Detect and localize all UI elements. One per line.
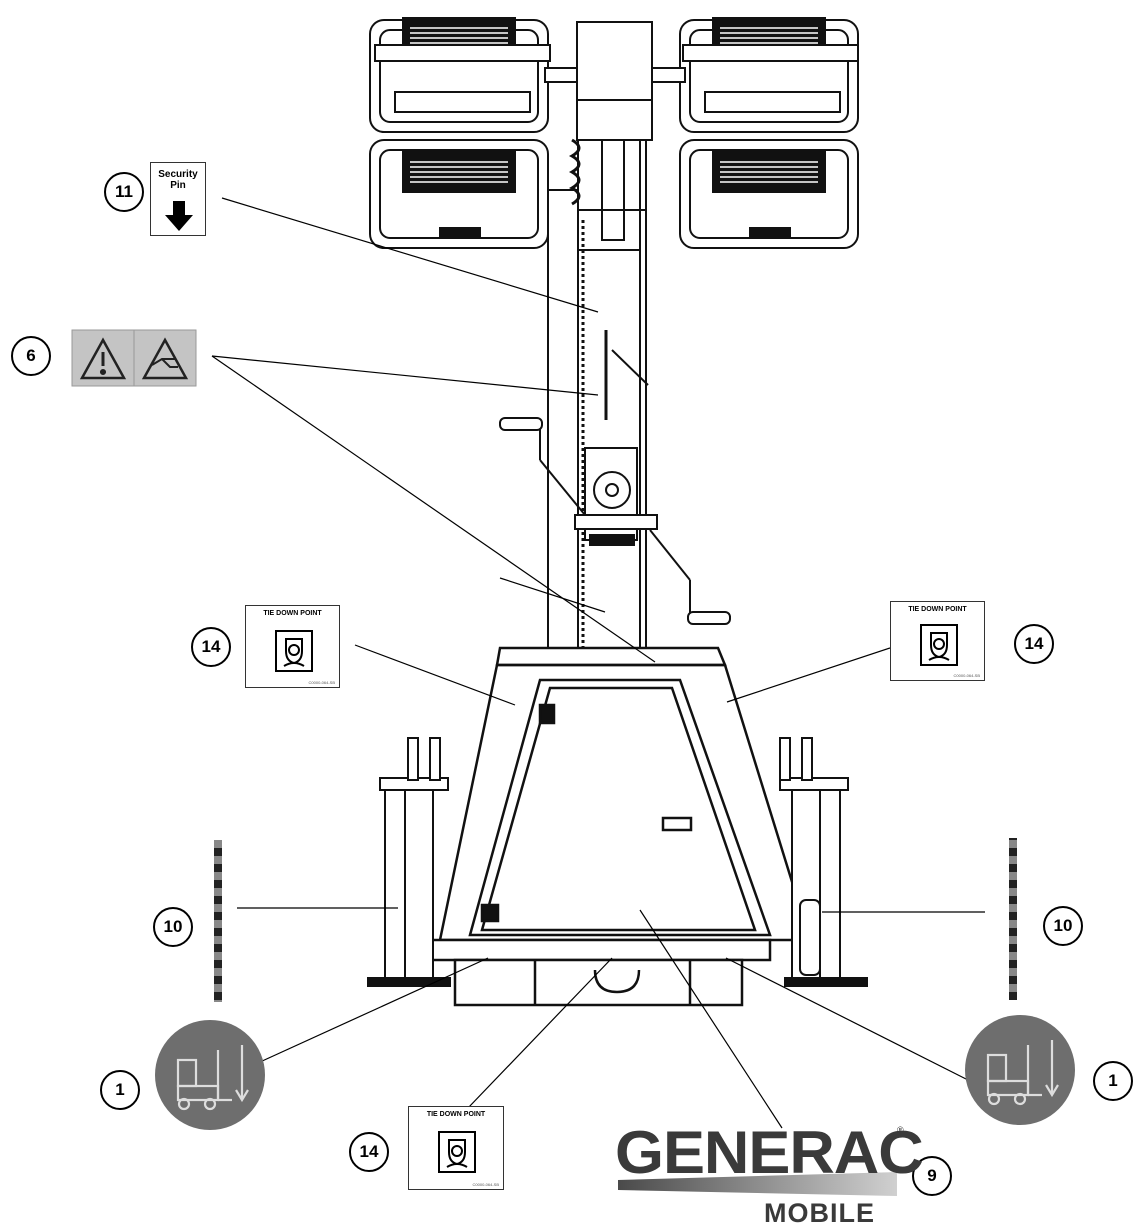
security-pin-decal: Security Pin xyxy=(150,162,206,236)
warning-decal-pair xyxy=(71,329,197,387)
tie-down-hook-icon xyxy=(920,624,958,666)
callout-14-left: 14 xyxy=(191,627,231,667)
callout-10-right: 10 xyxy=(1043,906,1083,946)
tie-down-code: C0000-064-SB xyxy=(472,1182,499,1187)
lamp-head-bottom-left xyxy=(369,139,549,249)
callout-1-right: 1 xyxy=(1093,1061,1133,1101)
forklift-decal-right xyxy=(965,1015,1075,1125)
callout-9: 9 xyxy=(912,1156,952,1196)
tie-down-decal-left: TIE DOWN POINT C0000-064-SB xyxy=(245,605,340,688)
lamp-head-top-right xyxy=(679,17,859,133)
logo-sub: MOBILE xyxy=(764,1198,875,1228)
forklift-decal-left xyxy=(155,1020,265,1130)
security-pin-line2: Pin xyxy=(170,180,186,191)
mast xyxy=(547,138,649,650)
tie-down-decal-right: TIE DOWN POINT C0000-064-SB xyxy=(890,601,985,681)
jack-stand-left xyxy=(367,737,451,987)
tie-down-title: TIE DOWN POINT xyxy=(263,610,322,617)
security-pin-line1: Security xyxy=(158,169,198,180)
lamp-crossbar xyxy=(544,21,686,141)
callout-14-right: 14 xyxy=(1014,624,1054,664)
logo-brand: GENERAC xyxy=(615,1119,924,1186)
callout-1-left: 1 xyxy=(100,1070,140,1110)
tie-down-code: C0000-064-SB xyxy=(953,673,980,678)
tie-down-title: TIE DOWN POINT xyxy=(908,606,967,613)
hand-pinch-hazard-icon xyxy=(141,337,189,380)
tie-down-code: C0000-064-SB xyxy=(308,680,335,685)
hazard-post-left xyxy=(214,840,222,1002)
tie-down-hook-icon xyxy=(438,1131,476,1173)
lamp-head-bottom-right xyxy=(679,139,859,249)
winch xyxy=(499,417,731,625)
tie-down-decal-bottom: TIE DOWN POINT C0000-064-SB xyxy=(408,1106,504,1190)
logo-swoosh xyxy=(618,1172,897,1196)
callout-11: 11 xyxy=(104,172,144,212)
down-arrow-icon xyxy=(165,201,193,231)
hazard-post-right xyxy=(1009,838,1017,1000)
tie-down-hook-icon xyxy=(275,630,313,672)
leader-lines xyxy=(211,197,985,1129)
lamp-head-top-left xyxy=(369,17,551,133)
tie-down-title: TIE DOWN POINT xyxy=(426,1111,486,1118)
logo-registered-mark: ® xyxy=(897,1125,904,1135)
callout-10-left: 10 xyxy=(153,907,193,947)
callout-6: 6 xyxy=(11,336,51,376)
jack-stand-right xyxy=(779,737,868,987)
trailer-frame xyxy=(428,646,812,1007)
callout-14-bottom: 14 xyxy=(349,1132,389,1172)
warning-triangle-icon xyxy=(79,337,127,380)
